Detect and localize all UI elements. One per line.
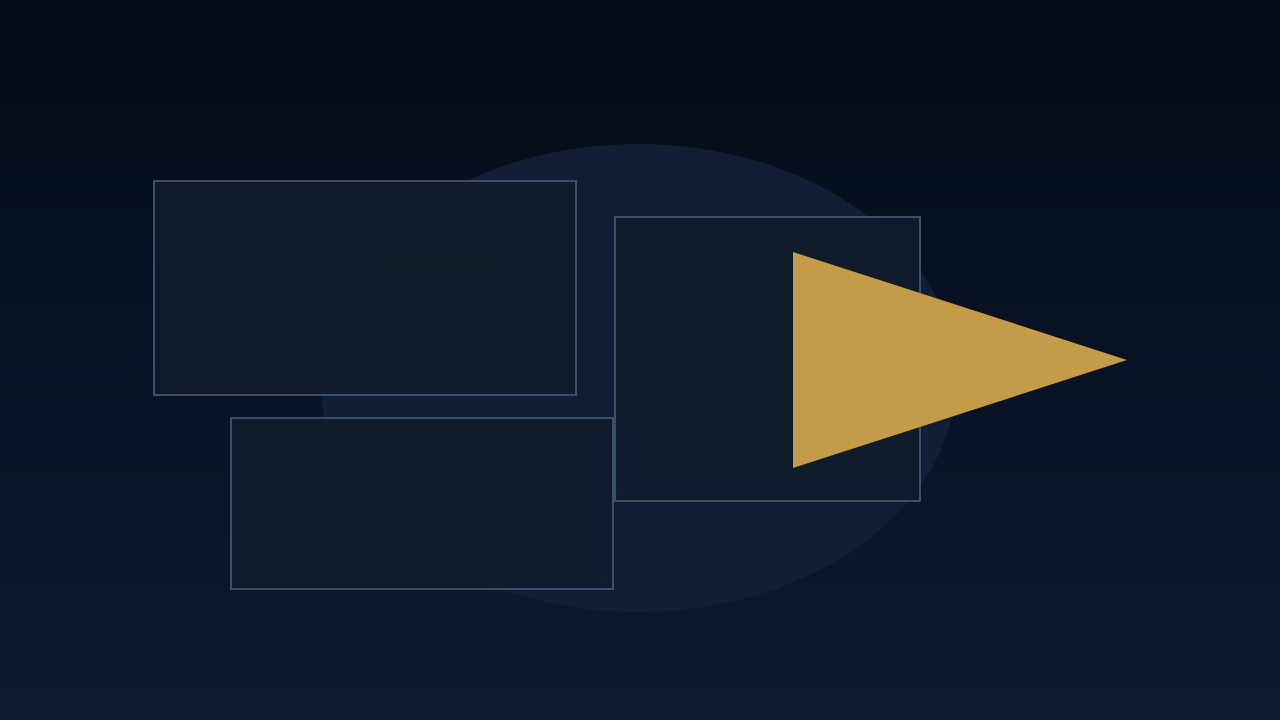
panel-bottom-left bbox=[230, 417, 614, 590]
play-triangle-icon bbox=[793, 252, 1127, 468]
panel-top-left bbox=[153, 180, 577, 396]
